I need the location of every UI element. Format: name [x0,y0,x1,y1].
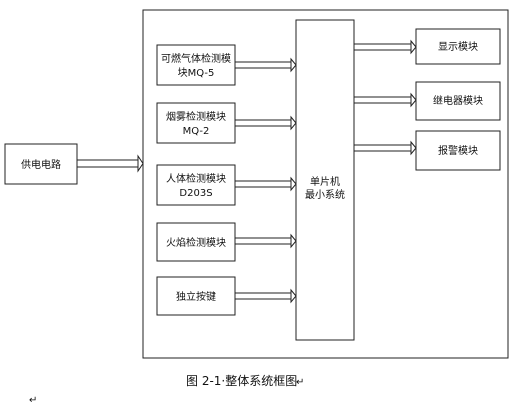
output-box-display [415,28,501,65]
input-smoke-line2: MQ-2 [183,126,210,137]
power-supply-box [4,143,78,185]
mcu-label-line2: 最小系统 [305,188,345,201]
paragraph-return-mark: ↵ [29,395,37,406]
input-gas-line2: 块MQ-5 [178,67,215,79]
output-relay-label: 继电器模块 [433,94,483,107]
output-alarm-label: 报警模块 [438,144,478,157]
output-display-label: 显示模块 [438,41,478,53]
input-box-flame [156,222,236,262]
input-box-human [156,164,236,206]
input-box-key [156,276,236,316]
output-box-relay [415,81,501,121]
input-arrow-gas [235,57,297,73]
output-box-alarm [415,130,501,171]
output-arrow-relay [354,92,417,108]
input-human-line1: 人体检测模块 [166,172,226,185]
input-key-line1: 独立按键 [176,290,216,303]
input-arrow-flame [235,233,297,249]
mcu-label-line1: 单片机 [310,175,340,188]
caption-return-mark: ↵ [296,377,304,388]
input-box-smoke [156,102,236,144]
input-flame-line1: 火焰检测模块 [166,236,226,249]
output-arrow-display [354,39,417,55]
input-box-gas [156,44,236,86]
input-arrow-smoke [235,115,297,131]
mcu-box [295,19,355,341]
power-to-frame-arrow [77,154,144,173]
input-arrow-human [235,176,297,192]
input-human-line2: D203S [179,188,212,199]
power-supply-label: 供电电路 [21,158,61,171]
figure-caption: 图 2-1·整体系统框图 [186,373,297,388]
output-arrow-alarm [354,140,417,156]
input-smoke-line1: 烟雾检测模块 [166,110,226,123]
input-arrow-key [235,288,297,304]
input-gas-line1: 可燃气体检测模 [161,52,231,65]
